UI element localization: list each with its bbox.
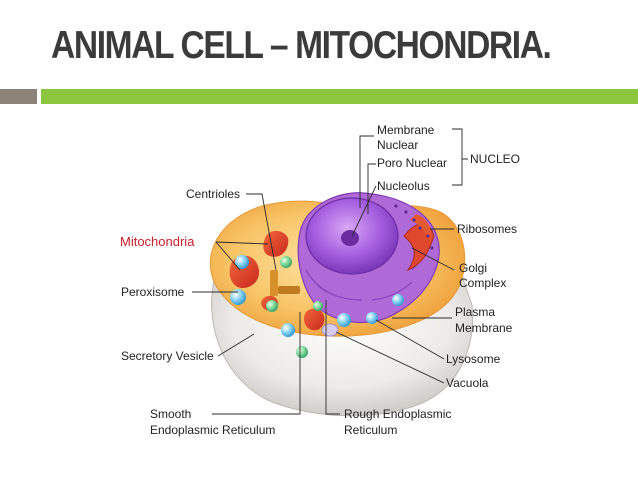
leader-poro-nuclear [367, 163, 376, 214]
cell-illustration [209, 192, 474, 417]
label-centrioles: Centrioles [186, 187, 240, 201]
label-golgi-line2: Complex [459, 276, 506, 290]
vacuola-shape [321, 323, 339, 337]
label-plasma-line1: Plasma [455, 305, 495, 319]
vesicle-shape-2 [337, 313, 351, 327]
slide-title: ANIMAL CELL – MITOCHONDRIA. [51, 24, 552, 67]
leader-lines [192, 128, 468, 415]
leader-smooth-er [212, 312, 301, 415]
rough-er-ripples [305, 235, 431, 301]
green-vesicle-3 [296, 346, 308, 358]
peroxisome-shape [230, 289, 246, 305]
label-nucleolus: Nucleolus [377, 179, 430, 193]
label-peroxisome: Peroxisome [121, 285, 185, 299]
label-lysosome: Lysosome [446, 352, 501, 366]
label-nucleo: NUCLEO [470, 152, 520, 166]
centriole-shape-1 [270, 270, 278, 296]
leader-mitochondria-2 [215, 241, 269, 245]
golgi-shape-2 [410, 214, 432, 242]
green-vesicle-1 [280, 256, 292, 268]
centriole-shape-2 [278, 286, 300, 294]
label-rough-line2: Reticulum [344, 423, 397, 437]
leader-lysosome [375, 319, 445, 360]
label-plasma-line2: Membrane [455, 321, 513, 335]
leader-centrioles [246, 193, 277, 271]
mitochondrion-shape-3 [304, 308, 325, 331]
leader-membrane-nuclear [359, 135, 374, 208]
title-underline-bar [41, 89, 638, 104]
label-secretory-vesicle: Secretory Vesicle [121, 349, 214, 363]
label-rough-line1: Rough Endoplasmic [344, 407, 451, 421]
vesicle-shape-3 [366, 312, 378, 324]
label-nuclear: Nuclear [377, 138, 418, 152]
leader-golgi [411, 247, 455, 271]
label-ribosomes: Ribosomes [457, 222, 517, 236]
diagram-labels: Membrane Nuclear Poro Nuclear Nucleolus … [120, 123, 520, 437]
nucleo-bracket [452, 128, 468, 186]
ribosome-dots [394, 204, 434, 250]
label-smooth-line1: Smooth [150, 407, 191, 421]
leader-rough-er [325, 300, 340, 415]
nucleolus-shape [341, 230, 359, 246]
green-vesicle-2 [266, 300, 278, 312]
leader-nucleolus [351, 185, 377, 237]
vesicle-shape-1 [281, 323, 295, 337]
title-underline-accent [0, 89, 37, 104]
label-mitochondria: Mitochondria [120, 234, 195, 249]
leader-vacuola [335, 331, 445, 384]
green-vesicle-4 [313, 301, 323, 311]
label-poro-nuclear: Poro Nuclear [377, 156, 447, 170]
label-golgi-line1: Golgi [459, 261, 487, 275]
label-vacuola: Vacuola [446, 376, 489, 390]
label-membrane: Membrane [377, 123, 435, 137]
leader-mitochondria-1 [215, 241, 241, 271]
lysosome-shape [235, 255, 249, 269]
vesicle-shape-4 [392, 294, 404, 306]
label-smooth-line2: Endoplasmic Reticulum [150, 423, 275, 437]
leader-secretory-vesicle [217, 333, 255, 357]
